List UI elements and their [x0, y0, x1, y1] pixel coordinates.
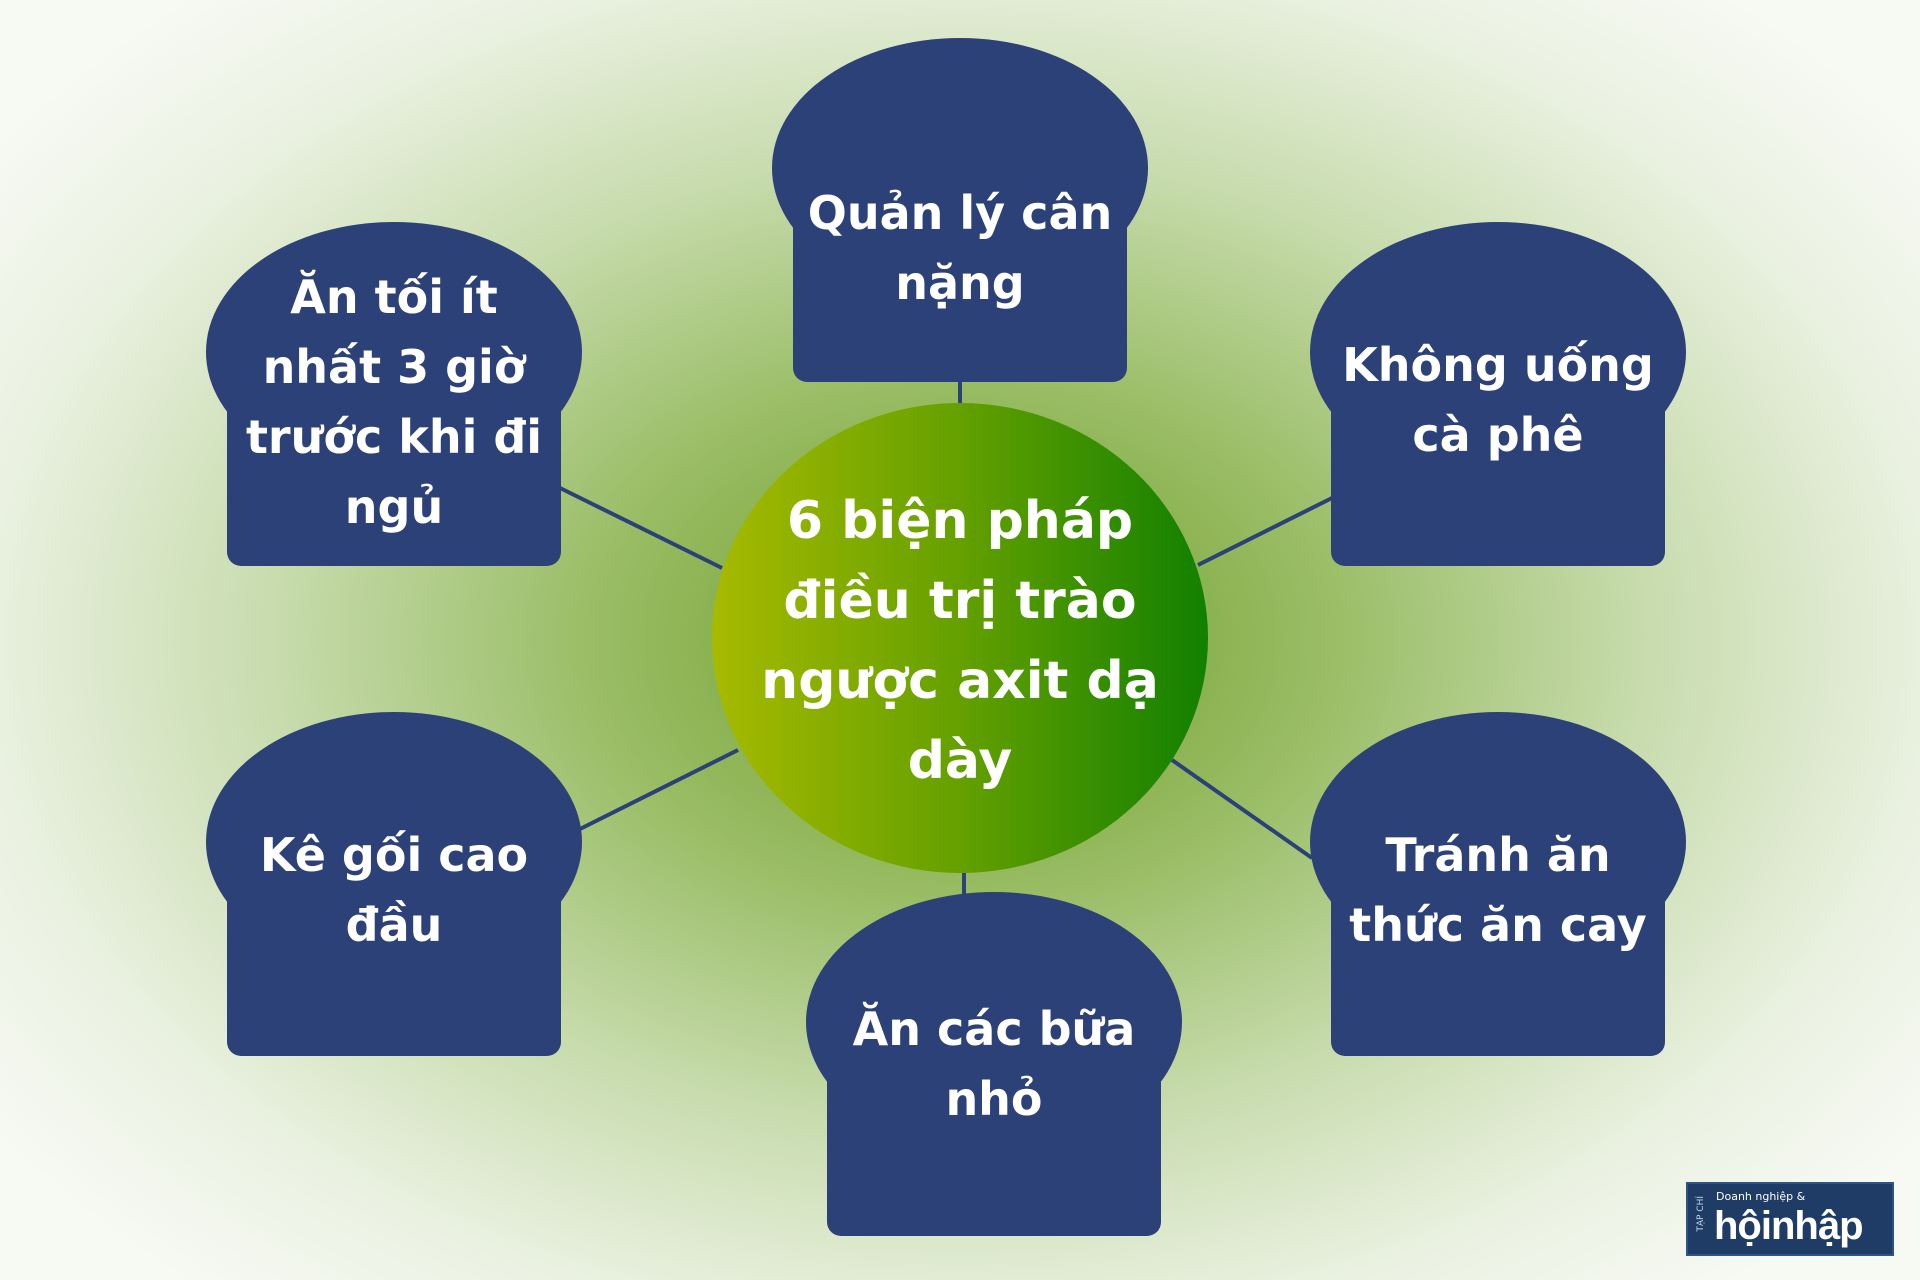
node-early-dinner: Ăn tối ít nhất 3 giờ trước khi đi ngủ	[206, 222, 582, 566]
node-coffee-body	[1331, 326, 1665, 566]
node-small-meals-label: Ăn các bữa nhỏ	[852, 1002, 1136, 1126]
connector-spicy	[1170, 758, 1314, 860]
node-dinner-label: Ăn tối ít nhất 3 giờ trước khi đi ngủ	[245, 270, 543, 534]
node-small-meals: Ăn các bữa nhỏ	[806, 892, 1182, 1236]
connector-coffee	[1197, 496, 1333, 567]
brand-side-text: TẠP CHÍ	[1696, 1196, 1706, 1232]
node-dinner-body	[227, 326, 561, 566]
node-small-meals-body	[827, 996, 1161, 1236]
node-spicy-label: Tránh ăn thức ăn cay	[1349, 828, 1647, 952]
connector-pillow	[577, 748, 739, 832]
brand-tagline: Doanh nghiệp &	[1716, 1190, 1806, 1203]
node-pillow-body	[227, 816, 561, 1056]
node-avoid-spicy-food: Tránh ăn thức ăn cay	[1310, 712, 1686, 1056]
connector-dinner	[559, 486, 723, 570]
node-weight-body	[793, 142, 1127, 382]
node-no-coffee: Không uống cà phê	[1310, 222, 1686, 566]
node-weight-label: Quản lý cân nặng	[807, 186, 1113, 310]
node-raise-pillow: Kê gối cao đầu	[206, 712, 582, 1056]
node-weight-management: Quản lý cân nặng	[772, 38, 1148, 382]
brand-logo: TẠP CHÍ Doanh nghiệp & hộinhập	[1686, 1182, 1894, 1256]
node-spicy-body	[1331, 816, 1665, 1056]
node-coffee-label: Không uống cà phê	[1342, 338, 1654, 462]
node-pillow-label: Kê gối cao đầu	[259, 828, 529, 952]
brand-name: hộinhập	[1714, 1204, 1864, 1248]
center-circle: 6 biện pháp điều trị trào ngược axit dạ …	[712, 403, 1208, 873]
center-title: 6 biện pháp điều trị trào ngược axit dạ …	[761, 491, 1159, 791]
